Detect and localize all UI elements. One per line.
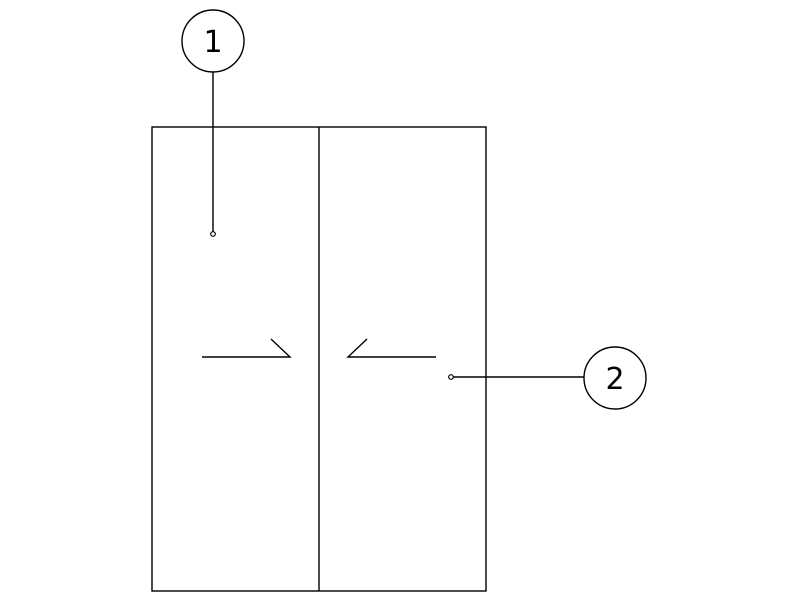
callout-1-anchor-dot bbox=[210, 231, 216, 237]
left-panel-arrow-icon bbox=[202, 338, 292, 358]
right-panel-arrow-icon bbox=[346, 338, 436, 358]
callout-1: 1 bbox=[181, 9, 245, 237]
callout-1-circle bbox=[181, 9, 245, 73]
callout-2: 2 bbox=[448, 346, 647, 410]
callout-2-circle bbox=[583, 346, 647, 410]
callout-2-label: 2 bbox=[605, 362, 624, 397]
callout-2-anchor-dot bbox=[448, 374, 454, 380]
callout-1-label: 1 bbox=[203, 25, 222, 60]
